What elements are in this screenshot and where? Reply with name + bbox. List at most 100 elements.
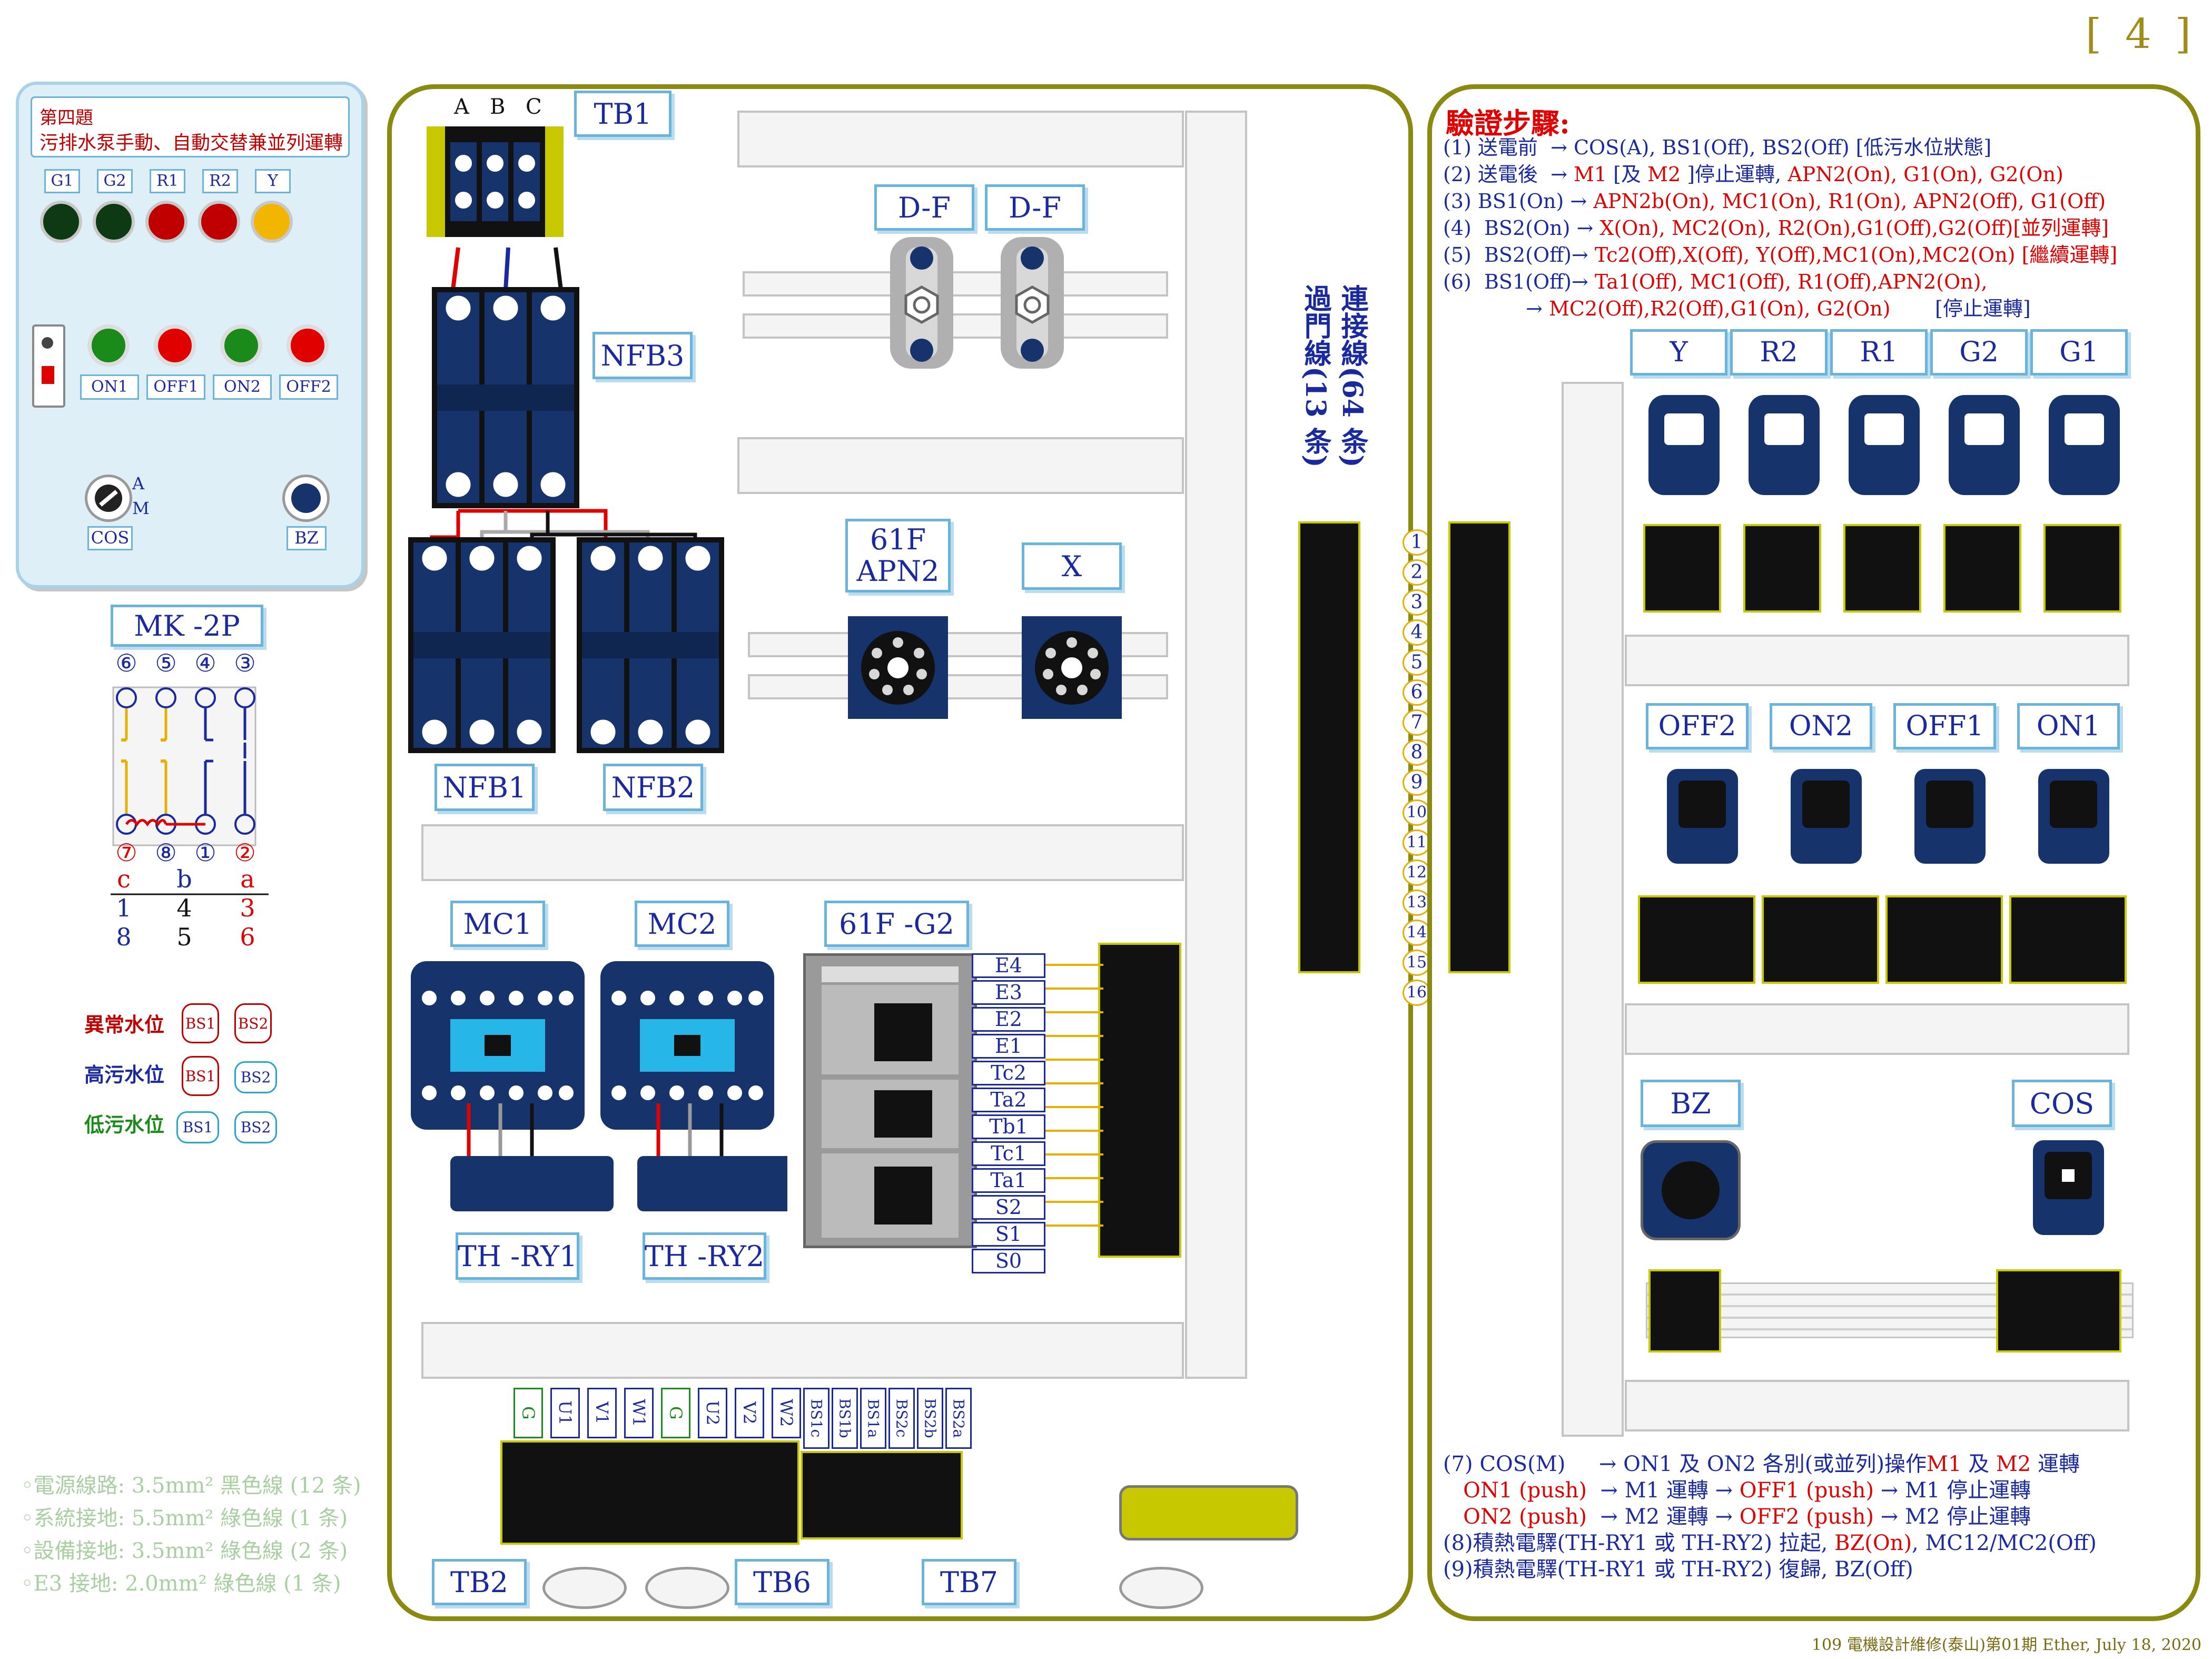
tb7-terminal-label: BS1a bbox=[860, 1388, 886, 1449]
off1-button[interactable] bbox=[154, 324, 196, 367]
door-lamp-label: R2 bbox=[1730, 329, 1828, 376]
door-wire-count: 過門線(13 条) bbox=[1299, 284, 1331, 468]
step-line: → MC2(Off),R2(Off),G1(On), G2(On) [停止運轉] bbox=[1443, 297, 2031, 320]
door-lamp-terminal bbox=[1843, 524, 1921, 613]
button-label: ON1 bbox=[80, 374, 139, 400]
on1-button[interactable] bbox=[87, 324, 130, 367]
step-line: (5) BS2(Off)→ Tc2(Off),X(Off), Y(Off),MC… bbox=[1443, 243, 2118, 266]
tb7-terminal-label: BS2a bbox=[945, 1388, 972, 1449]
61f-g2-label: 61F -G2 bbox=[824, 901, 969, 947]
lamp-label: G1 bbox=[44, 169, 80, 193]
door-button-label: OFF1 bbox=[1893, 703, 1996, 749]
off2-button[interactable] bbox=[287, 324, 329, 367]
relay-pin-5: ⑤ bbox=[155, 649, 176, 677]
tb2-terminal-label: W2 bbox=[772, 1388, 801, 1438]
door-lamp-label: R1 bbox=[1830, 329, 1928, 376]
footer-credit: 109 電機設計維修(泰山)第01期 Ether, July 18, 2020 bbox=[1811, 1636, 2201, 1654]
door-terminal-strip-left bbox=[1298, 521, 1360, 973]
wire-note: ◦電源線路: 3.5mm² 黑色線 (12 条) bbox=[21, 1474, 361, 1498]
svg-text:3: 3 bbox=[240, 894, 255, 922]
lamp-y-icon bbox=[251, 201, 293, 243]
relay-pin-1: ① bbox=[194, 838, 216, 867]
tb7-terminal-label: BS2c bbox=[888, 1388, 915, 1449]
panel-title: 第四題 bbox=[39, 107, 93, 129]
page-number: [ 4 ] bbox=[2085, 11, 2196, 58]
level-abnormal-bs2: BS2 bbox=[234, 1003, 272, 1043]
wire-note: ◦設備接地: 3.5mm² 綠色線 (2 条) bbox=[21, 1539, 348, 1563]
tb2-terminal-label: G bbox=[514, 1388, 543, 1438]
tb2-terminal-label: G bbox=[661, 1388, 690, 1438]
tb1-phase-b: B bbox=[490, 95, 506, 119]
bz-label: BZ bbox=[287, 526, 327, 550]
tb7-terminal-label: BS1c bbox=[803, 1388, 829, 1449]
button-label: OFF2 bbox=[279, 374, 338, 400]
cable-gland-2 bbox=[645, 1567, 729, 1609]
lamp-label: R1 bbox=[150, 169, 185, 193]
door-button-terminal bbox=[1762, 895, 1879, 984]
door-terminal-strip-right bbox=[1448, 521, 1510, 973]
step-line: (1) 送電前 → COS(A), BS1(Off), BS2(Off) [低污… bbox=[1443, 136, 1992, 159]
level-high-bs1: BS1 bbox=[182, 1056, 219, 1096]
relay-pin-2: ② bbox=[234, 838, 255, 867]
cos-selector-icon[interactable] bbox=[85, 475, 132, 522]
door-lamp-label: Y bbox=[1630, 329, 1727, 376]
on2-button[interactable] bbox=[220, 324, 262, 367]
svg-text:5: 5 bbox=[176, 923, 192, 948]
wire-number: 14 bbox=[1403, 920, 1431, 946]
g2-terminal-label: E2 bbox=[972, 1007, 1045, 1032]
door-lamp-g2-icon bbox=[1949, 395, 2020, 495]
door-cos-icon[interactable] bbox=[2033, 1140, 2104, 1235]
61f-g2-unit bbox=[803, 953, 977, 1248]
relay-contact-c: c bbox=[117, 865, 131, 893]
door-lamp-terminal bbox=[1743, 524, 1821, 613]
level-high-label: 高污水位 bbox=[84, 1063, 165, 1087]
tb7-terminal-strip bbox=[801, 1451, 963, 1539]
door-lamp-terminal bbox=[1943, 524, 2021, 613]
wire-number: 7 bbox=[1403, 709, 1431, 736]
level-low-label: 低污水位 bbox=[84, 1113, 165, 1137]
power-switch[interactable] bbox=[32, 324, 65, 408]
lamp-label: G2 bbox=[97, 169, 133, 193]
wire-number: 8 bbox=[1403, 739, 1431, 766]
g2-terminal-label: Ta1 bbox=[972, 1168, 1045, 1193]
relay-diagram: ⑥ ⑤ ④ ③ ⑦ ⑧ ① ② c b a 1 4 3 8 5 6 bbox=[111, 649, 269, 948]
wire-number: 6 bbox=[1403, 679, 1431, 706]
connect-wire-count: 連接線(64 条) bbox=[1336, 284, 1368, 468]
g2-terminal-label: Ta2 bbox=[972, 1088, 1045, 1112]
relay-pin-3: ③ bbox=[234, 649, 255, 677]
door-button-terminal bbox=[1885, 895, 2003, 984]
verification-steps-top: (1) 送電前 → COS(A), BS1(Off), BS2(Off) [低污… bbox=[1443, 134, 2117, 322]
cos-a-label: A bbox=[132, 473, 145, 493]
door-duct-3 bbox=[1625, 1380, 2129, 1431]
water-level-legend: 異常水位 BS1 BS2 高污水位 BS1 BS2 低污水位 BS1 BS2 bbox=[84, 1003, 295, 1161]
wire-number: 10 bbox=[1403, 799, 1431, 826]
cable-gland-1 bbox=[542, 1567, 627, 1609]
step-line: (4) BS2(On) → X(On), MC2(On), R2(On),G1(… bbox=[1443, 216, 2109, 240]
relay-contact-a: a bbox=[240, 865, 254, 893]
61f-g2-wiring bbox=[1045, 964, 1103, 1227]
mc1-label: MC1 bbox=[450, 901, 545, 947]
step-line: (3) BS1(On) → APN2b(On), MC1(On), R1(On)… bbox=[1443, 190, 2106, 213]
door-duct-1 bbox=[1625, 635, 2129, 686]
wire-number: 13 bbox=[1403, 890, 1431, 916]
g2-terminal-label: S0 bbox=[972, 1249, 1045, 1273]
door-lamp-terminal bbox=[1643, 524, 1721, 613]
tb6-label: TB6 bbox=[735, 1559, 829, 1605]
step-line: (9)積熱電驛(TH-RY1 或 TH-RY2) 復歸, BZ(Off) bbox=[1443, 1557, 1913, 1582]
din-rail-df-2 bbox=[743, 313, 1168, 339]
din-rail-df bbox=[743, 271, 1168, 297]
tb2-terminal-label: U2 bbox=[698, 1388, 727, 1438]
relay-pin-4: ④ bbox=[194, 649, 216, 677]
level-low-bs2: BS2 bbox=[234, 1111, 277, 1143]
buzzer-icon bbox=[282, 475, 330, 522]
relay-title: MK -2P bbox=[111, 605, 263, 647]
g2-terminal-label: E1 bbox=[972, 1034, 1045, 1059]
x-relay-label: X bbox=[1022, 542, 1122, 590]
mc2-label: MC2 bbox=[635, 901, 729, 947]
